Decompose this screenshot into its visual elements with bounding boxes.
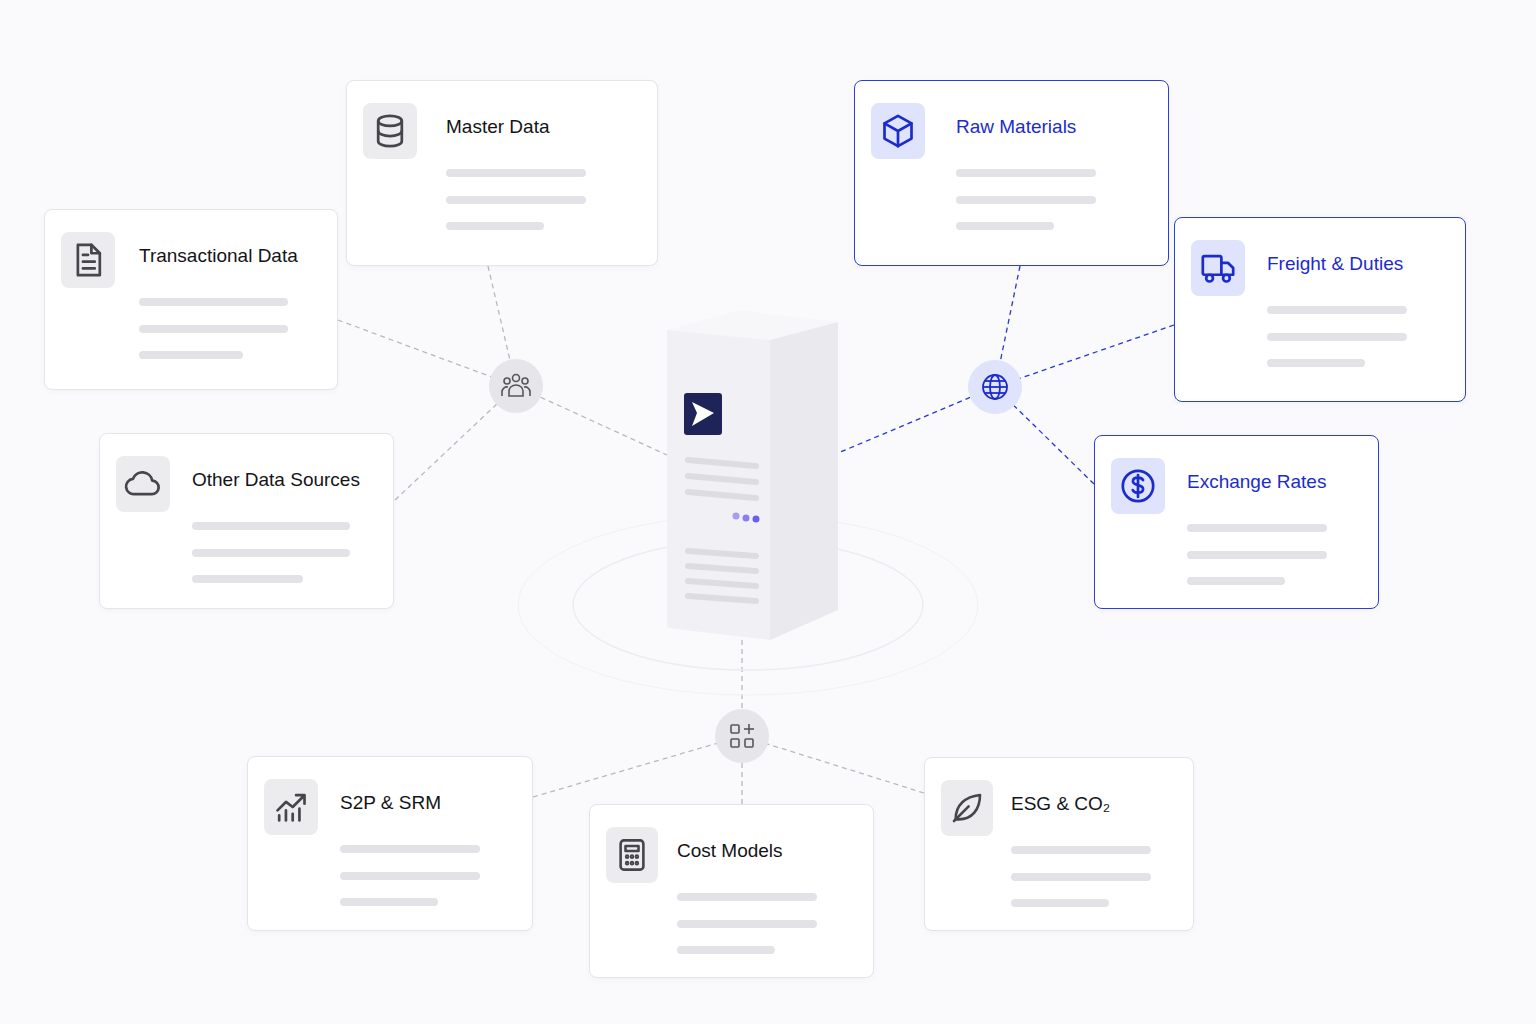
card-title: Master Data <box>446 115 549 139</box>
icon-glyph <box>606 827 658 883</box>
placeholder-line <box>1011 846 1151 854</box>
data-card: Transactional Data <box>44 209 338 390</box>
icon-glyph <box>61 232 115 288</box>
placeholder-line <box>192 549 350 557</box>
placeholder-line <box>1187 551 1327 559</box>
data-card: Master Data <box>346 80 658 266</box>
card-title: ESG & CO₂ <box>1011 792 1110 816</box>
icon-glyph <box>264 779 318 835</box>
hub-globe <box>968 360 1022 414</box>
placeholder-line <box>139 325 288 333</box>
hub-apps <box>715 709 769 763</box>
placeholder-line <box>192 575 303 583</box>
card-title: Exchange Rates <box>1187 470 1326 494</box>
placeholder-line <box>1267 333 1407 341</box>
data-card: Other Data Sources <box>99 433 394 609</box>
placeholder-line <box>340 872 480 880</box>
card-title: Other Data Sources <box>192 468 360 492</box>
server <box>667 310 838 640</box>
placeholder-line <box>677 893 817 901</box>
card-icon <box>1191 240 1245 296</box>
placeholder-line <box>1187 524 1327 532</box>
icon-glyph <box>116 456 170 512</box>
icon-glyph <box>1111 458 1165 514</box>
placeholder-line <box>446 196 586 204</box>
placeholder-line <box>1187 577 1285 585</box>
data-card: Cost Models <box>589 804 874 978</box>
card-icon <box>1111 458 1165 514</box>
placeholder-line <box>956 222 1054 230</box>
placeholder-line <box>1267 359 1365 367</box>
placeholder-line <box>192 522 350 530</box>
placeholder-line <box>446 169 586 177</box>
card-icon <box>941 780 993 836</box>
data-card: Exchange Rates <box>1094 435 1379 609</box>
card-icon <box>61 232 115 288</box>
placeholder-line <box>340 845 480 853</box>
hub-people <box>489 359 543 413</box>
data-card: Freight & Duties <box>1174 217 1466 402</box>
card-icon <box>363 103 417 159</box>
data-card: S2P & SRM <box>247 756 533 931</box>
icon-glyph <box>1191 240 1245 296</box>
card-icon <box>606 827 658 883</box>
data-card: Raw Materials <box>854 80 1169 266</box>
placeholder-line <box>956 196 1096 204</box>
icon-glyph <box>871 103 925 159</box>
card-icon <box>871 103 925 159</box>
placeholder-line <box>139 298 288 306</box>
card-title: S2P & SRM <box>340 791 441 815</box>
icon-glyph <box>363 103 417 159</box>
icon-glyph <box>941 780 993 836</box>
data-card: ESG & CO₂ <box>924 757 1194 931</box>
placeholder-line <box>340 898 438 906</box>
placeholder-line <box>677 946 775 954</box>
placeholder-line <box>1011 873 1151 881</box>
card-title: Raw Materials <box>956 115 1076 139</box>
placeholder-line <box>1011 899 1109 907</box>
card-title: Transactional Data <box>139 244 298 268</box>
card-title: Cost Models <box>677 839 783 863</box>
placeholder-line <box>677 920 817 928</box>
grey-links <box>338 266 924 804</box>
placeholder-line <box>446 222 544 230</box>
card-icon <box>264 779 318 835</box>
placeholder-line <box>1267 306 1407 314</box>
placeholder-line <box>956 169 1096 177</box>
placeholder-line <box>139 351 243 359</box>
card-icon <box>116 456 170 512</box>
card-title: Freight & Duties <box>1267 252 1403 276</box>
